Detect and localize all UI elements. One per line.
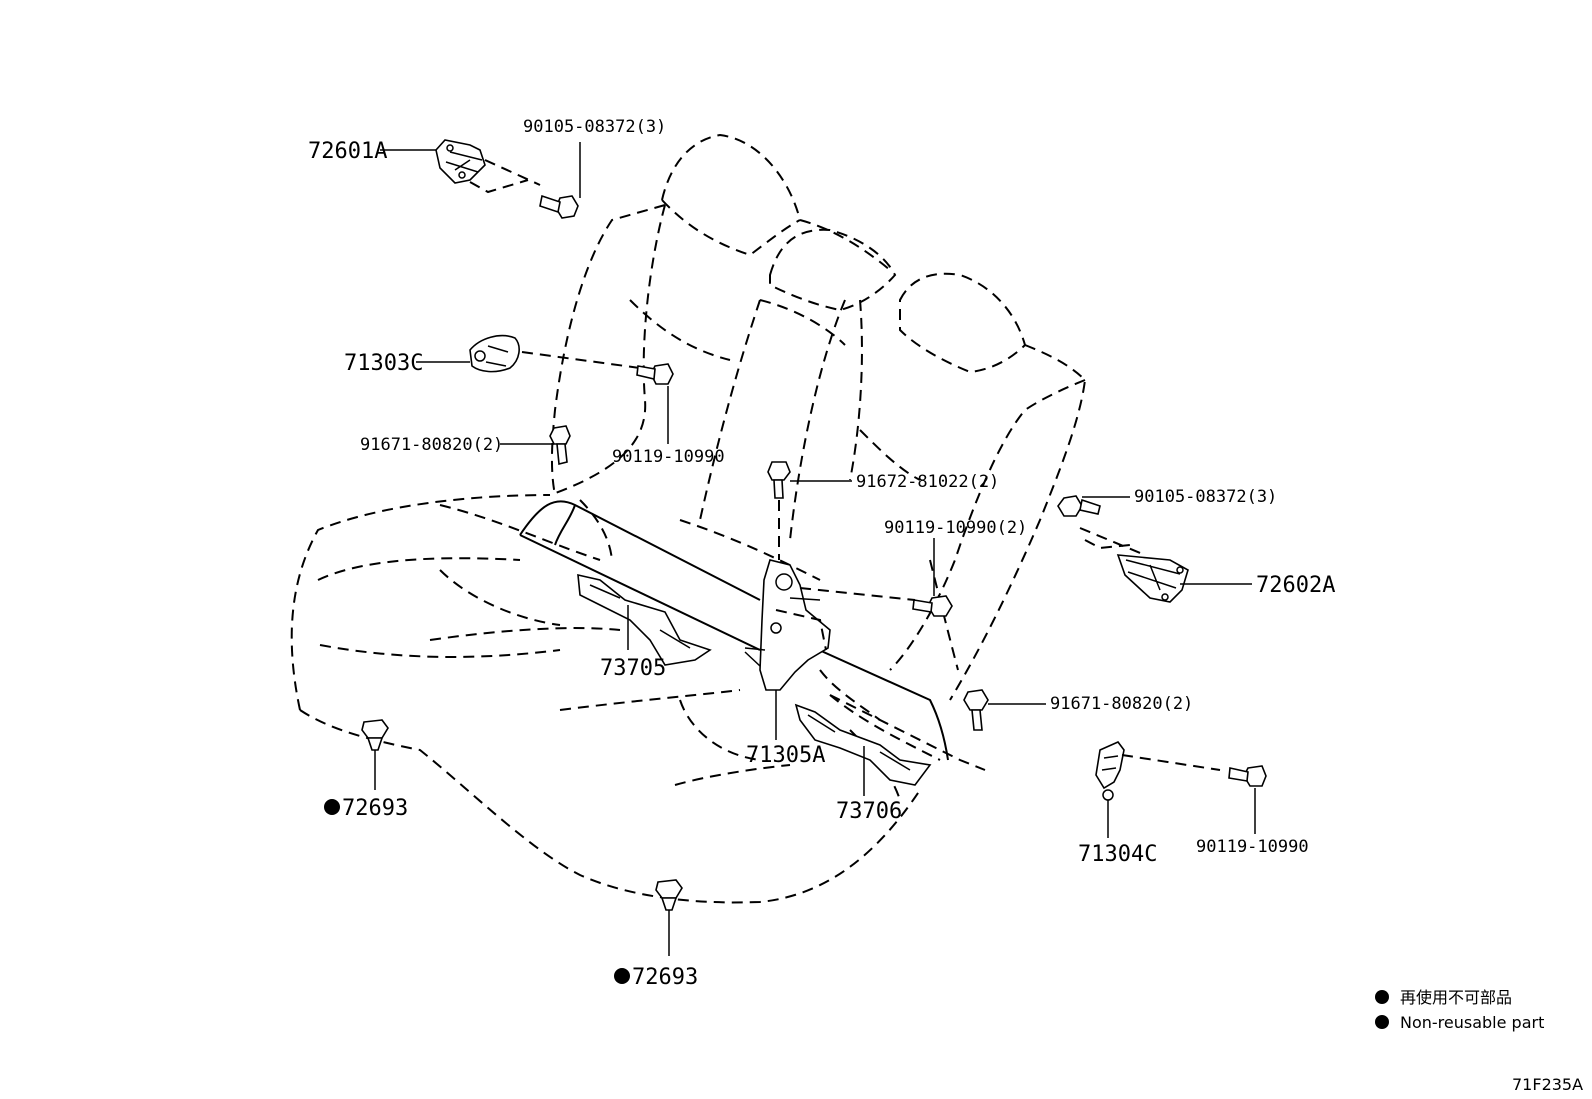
part-71305A-hinge bbox=[744, 559, 916, 691]
leader-lines bbox=[374, 142, 1256, 956]
part-72601A-bracket bbox=[435, 139, 541, 194]
label-90119-10990-right[interactable]: 90119-10990 bbox=[1196, 837, 1309, 857]
part-72602A-bracket bbox=[1116, 554, 1189, 603]
legend-dot-icon bbox=[1375, 990, 1389, 1004]
bolt-90105-top-icon bbox=[539, 194, 579, 219]
label-71303C[interactable]: 71303C bbox=[344, 351, 423, 376]
label-90105-08372-top[interactable]: 90105-08372(3) bbox=[523, 117, 666, 137]
label-73706[interactable]: 73706 bbox=[836, 799, 902, 824]
seat-outline bbox=[290, 133, 1087, 904]
bolt-90119-mid-icon bbox=[912, 595, 953, 617]
legend: 再使用不可部品 Non-reusable part bbox=[1375, 988, 1544, 1032]
clip-72693-bottom-icon bbox=[655, 879, 683, 911]
label-91672-81022[interactable]: 91672-81022(2) bbox=[856, 472, 999, 492]
label-91671-80820-right[interactable]: 91671-80820(2) bbox=[1050, 694, 1193, 714]
label-72601A[interactable]: 72601A bbox=[308, 139, 387, 164]
part-73705-trim bbox=[577, 573, 712, 666]
label-72602A[interactable]: 72602A bbox=[1256, 573, 1335, 598]
bolt-91672-icon bbox=[767, 461, 791, 560]
label-71305A[interactable]: 71305A bbox=[746, 743, 825, 768]
legend-dot-icon bbox=[1375, 1015, 1389, 1029]
label-90119-10990-mid[interactable]: 90119-10990(2) bbox=[884, 518, 1027, 538]
label-72693-bottom[interactable]: 72693 bbox=[632, 965, 698, 990]
legend-text-en: Non-reusable part bbox=[1400, 1013, 1544, 1032]
part-73706-trim bbox=[794, 703, 932, 786]
legend-text-jp: 再使用不可部品 bbox=[1400, 988, 1512, 1007]
part-71303C-cover bbox=[469, 334, 641, 373]
bolt-91671-left-icon bbox=[549, 425, 571, 466]
diagram-code: 71F235A bbox=[1512, 1075, 1583, 1094]
label-73705[interactable]: 73705 bbox=[600, 656, 666, 681]
label-91671-80820-left[interactable]: 91671-80820(2) bbox=[360, 435, 503, 455]
clip-72693-left-icon bbox=[361, 719, 389, 751]
bolt-90105-right-icon bbox=[1057, 495, 1146, 556]
label-71304C[interactable]: 71304C bbox=[1078, 842, 1157, 867]
label-90119-10990-left[interactable]: 90119-10990 bbox=[612, 447, 725, 467]
label-72693-left[interactable]: 72693 bbox=[342, 796, 408, 821]
bolt-90119-left-icon bbox=[636, 363, 674, 385]
bolt-90119-right-icon bbox=[1228, 765, 1267, 787]
bolt-91671-right-icon bbox=[963, 689, 989, 731]
non-reusable-dot-icon bbox=[324, 799, 340, 815]
non-reusable-dot-icon bbox=[614, 968, 630, 984]
label-90105-08372-right[interactable]: 90105-08372(3) bbox=[1134, 487, 1277, 507]
part-71304C-cover bbox=[1095, 741, 1221, 801]
